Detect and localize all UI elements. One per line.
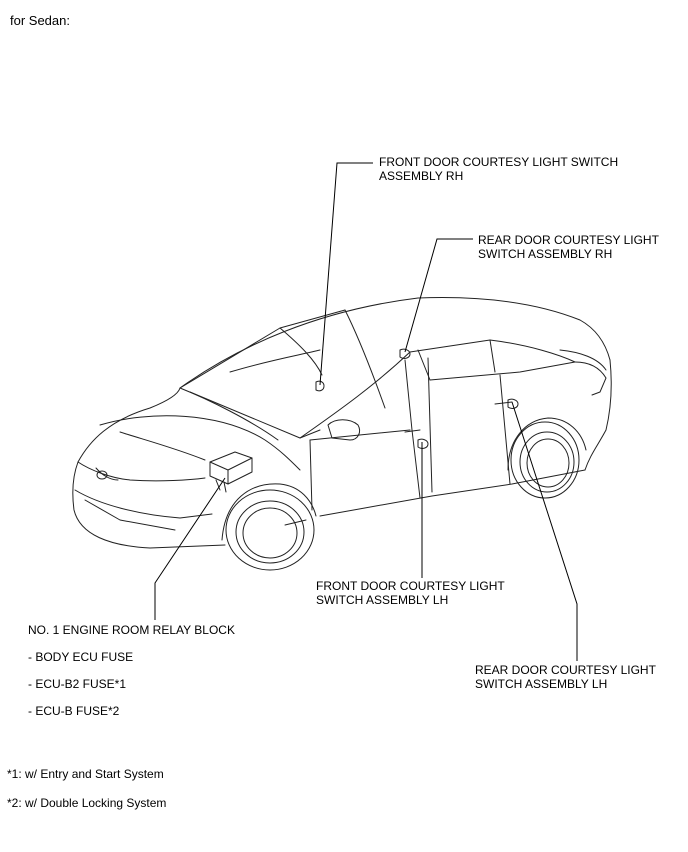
label-front-door-lh-line1: FRONT DOOR COURTESY LIGHT [316, 579, 505, 593]
label-fuse-ecu-b: - ECU-B FUSE*2 [28, 704, 120, 718]
footnote-1: *1: w/ Entry and Start System [7, 767, 164, 781]
label-rear-door-lh-line1: REAR DOOR COURTESY LIGHT [475, 663, 656, 677]
label-fuse-body-ecu: - BODY ECU FUSE [28, 650, 134, 664]
label-rear-door-lh-line2: SWITCH ASSEMBLY LH [475, 677, 608, 691]
label-front-door-rh-line1: FRONT DOOR COURTESY LIGHT SWITCH [379, 155, 619, 169]
footnote-2: *2: w/ Double Locking System [7, 796, 167, 810]
label-relay-block: NO. 1 ENGINE ROOM RELAY BLOCK [28, 623, 235, 637]
label-front-door-lh-line2: SWITCH ASSEMBLY LH [316, 593, 449, 607]
leader-lines [154, 162, 578, 661]
page-heading: for Sedan: [10, 13, 70, 28]
label-rear-door-rh-line1: REAR DOOR COURTESY LIGHT [478, 233, 659, 247]
label-rear-door-rh-line2: SWITCH ASSEMBLY RH [478, 247, 613, 261]
label-front-door-rh-line2: ASSEMBLY RH [379, 169, 464, 183]
car-outline [72, 297, 612, 571]
label-fuse-ecu-b2: - ECU-B2 FUSE*1 [28, 677, 127, 691]
